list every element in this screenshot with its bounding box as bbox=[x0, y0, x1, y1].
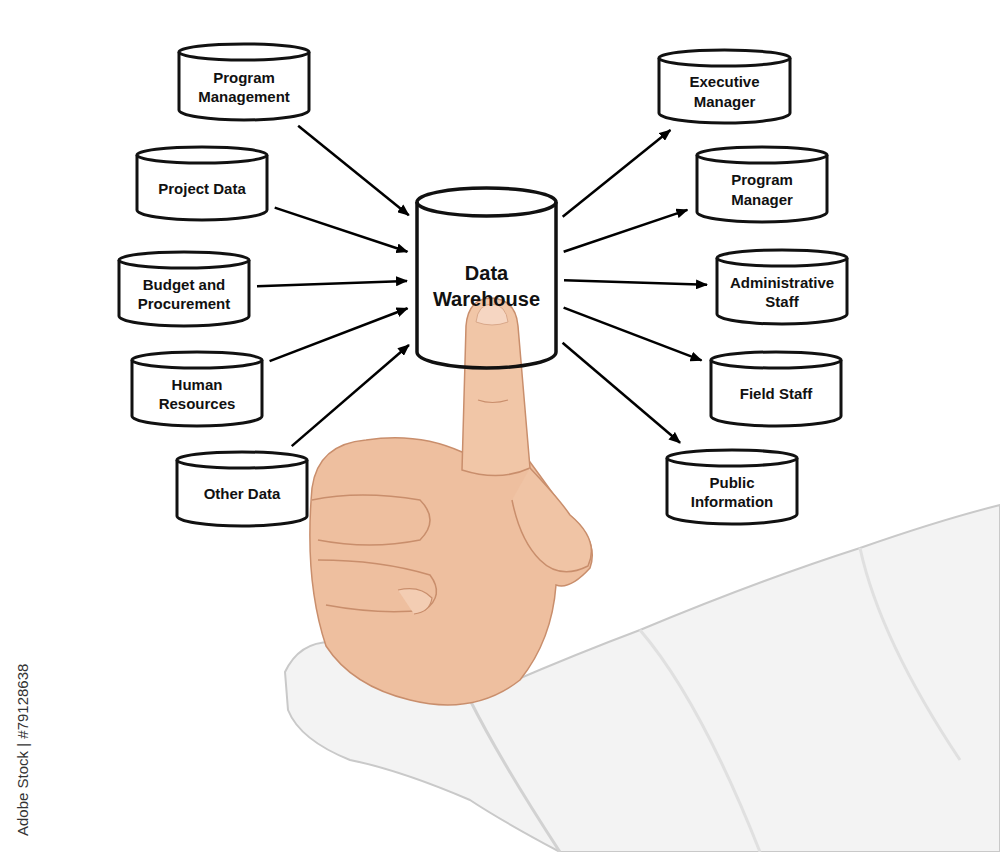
arrow-connector bbox=[292, 345, 409, 446]
node-label: Program Management bbox=[185, 68, 303, 107]
database-cylinder: Program Manager bbox=[695, 145, 829, 224]
sleeve-fold bbox=[860, 548, 960, 760]
curled-finger bbox=[312, 495, 430, 545]
node-label: Human Resources bbox=[138, 375, 256, 414]
arrow-connector bbox=[563, 343, 681, 443]
database-cylinder: Other Data bbox=[175, 450, 309, 528]
node-label: Other Data bbox=[204, 484, 281, 504]
database-cylinder: Program Management bbox=[177, 42, 311, 122]
watermark: Adobe Stock | #79128638 bbox=[14, 664, 31, 836]
node-label: Data Warehouse bbox=[423, 260, 550, 312]
cylinder-top bbox=[417, 188, 556, 216]
cylinder-body bbox=[179, 52, 309, 120]
database-cylinder: Field Staff bbox=[709, 350, 843, 428]
cylinder-top bbox=[179, 44, 309, 60]
cylinder-top bbox=[132, 352, 262, 368]
cylinder-top bbox=[717, 250, 847, 266]
database-cylinder: Public Information bbox=[665, 448, 799, 526]
cylinder-top bbox=[177, 452, 307, 468]
arrow-connector bbox=[564, 280, 707, 284]
node-label: Program Manager bbox=[703, 170, 821, 209]
arrow-connector bbox=[257, 281, 407, 286]
database-cylinder: Executive Manager bbox=[657, 48, 792, 125]
cylinder-body bbox=[717, 258, 847, 324]
arrow-connector bbox=[564, 210, 688, 252]
cylinder-body bbox=[697, 155, 827, 222]
sleeve-fold bbox=[470, 700, 560, 852]
fingertip bbox=[398, 589, 432, 614]
cylinder-top bbox=[137, 147, 267, 163]
cylinder-top bbox=[659, 50, 790, 66]
database-cylinder: Human Resources bbox=[130, 350, 264, 428]
cylinder-body bbox=[417, 202, 556, 368]
database-cylinder: Administrative Staff bbox=[715, 248, 849, 326]
node-label: Project Data bbox=[158, 179, 246, 199]
sleeve-fold bbox=[640, 630, 760, 852]
database-cylinder: Budget and Procurement bbox=[117, 250, 251, 328]
database-cylinder: Data Warehouse bbox=[415, 186, 558, 370]
cylinder-body bbox=[119, 260, 249, 326]
arrow-connector bbox=[270, 308, 408, 361]
cylinder-top bbox=[119, 252, 249, 268]
cylinder-body bbox=[711, 360, 841, 426]
cylinder-top bbox=[711, 352, 841, 368]
arrow-connector bbox=[564, 308, 702, 361]
cylinder-body bbox=[659, 58, 790, 123]
thumb bbox=[512, 468, 591, 572]
cylinder-body bbox=[667, 458, 797, 524]
node-label: Public Information bbox=[673, 473, 791, 512]
database-cylinder: Project Data bbox=[135, 145, 269, 222]
node-label: Field Staff bbox=[740, 384, 813, 404]
knuckle-line bbox=[478, 400, 508, 403]
arrow-connector bbox=[275, 208, 408, 252]
cylinder-top bbox=[667, 450, 797, 466]
node-label: Administrative Staff bbox=[723, 273, 841, 312]
index-finger bbox=[462, 298, 530, 476]
arrow-connector bbox=[563, 130, 671, 217]
node-label: Budget and Procurement bbox=[125, 275, 243, 314]
hand bbox=[310, 438, 592, 705]
cylinder-body bbox=[137, 155, 267, 220]
arrow-connector bbox=[298, 126, 409, 215]
cylinder-body bbox=[132, 360, 262, 426]
node-label: Executive Manager bbox=[665, 72, 784, 111]
cylinder-top bbox=[697, 147, 827, 163]
cylinder-body bbox=[177, 460, 307, 526]
